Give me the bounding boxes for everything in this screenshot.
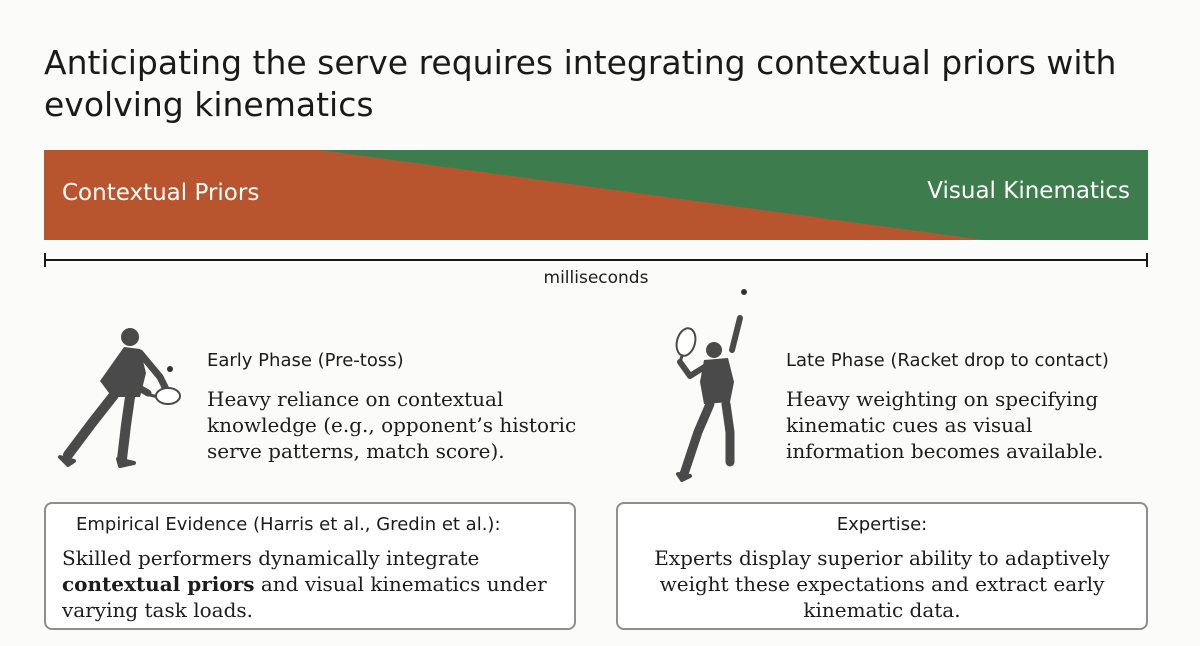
visual-kinematics-label: Visual Kinematics	[927, 178, 1130, 204]
empirical-evidence-body: Skilled performers dynamically integrate…	[62, 545, 564, 623]
page-title: Anticipating the serve requires integrat…	[44, 43, 1117, 124]
expertise-card: Expertise: Experts display superior abil…	[616, 502, 1148, 630]
early-phase-body: Heavy reliance on contextual knowledge (…	[207, 387, 577, 463]
contextual-priors-region	[44, 150, 984, 240]
expertise-heading: Expertise:	[836, 514, 928, 535]
priors-kinematics-band: Contextual Priors Visual Kinematics	[44, 150, 1148, 240]
evidence-text-start: Skilled performers dynamically integrate	[62, 546, 480, 570]
evidence-text-end: and visual kinematics under varying task…	[62, 572, 547, 622]
early-phase-heading: Early Phase (Pre-toss)	[207, 350, 404, 371]
axis-label: milliseconds	[543, 268, 649, 288]
late-phase-heading: Late Phase (Racket drop to contact)	[786, 350, 1109, 371]
empirical-evidence-heading: Empirical Evidence (Harris et al., Gredi…	[76, 514, 501, 535]
evidence-emphasis: contextual priors	[62, 572, 255, 596]
tennis-player-serving-icon	[668, 282, 778, 486]
tennis-player-ready-icon	[50, 325, 190, 474]
late-phase-body: Heavy weighting on specifying kinematic …	[786, 387, 1104, 463]
empirical-evidence-card: Empirical Evidence (Harris et al., Gredi…	[44, 502, 576, 630]
time-axis	[44, 250, 1148, 270]
expertise-body: Experts display superior ability to adap…	[654, 546, 1110, 622]
contextual-priors-label: Contextual Priors	[62, 180, 260, 206]
